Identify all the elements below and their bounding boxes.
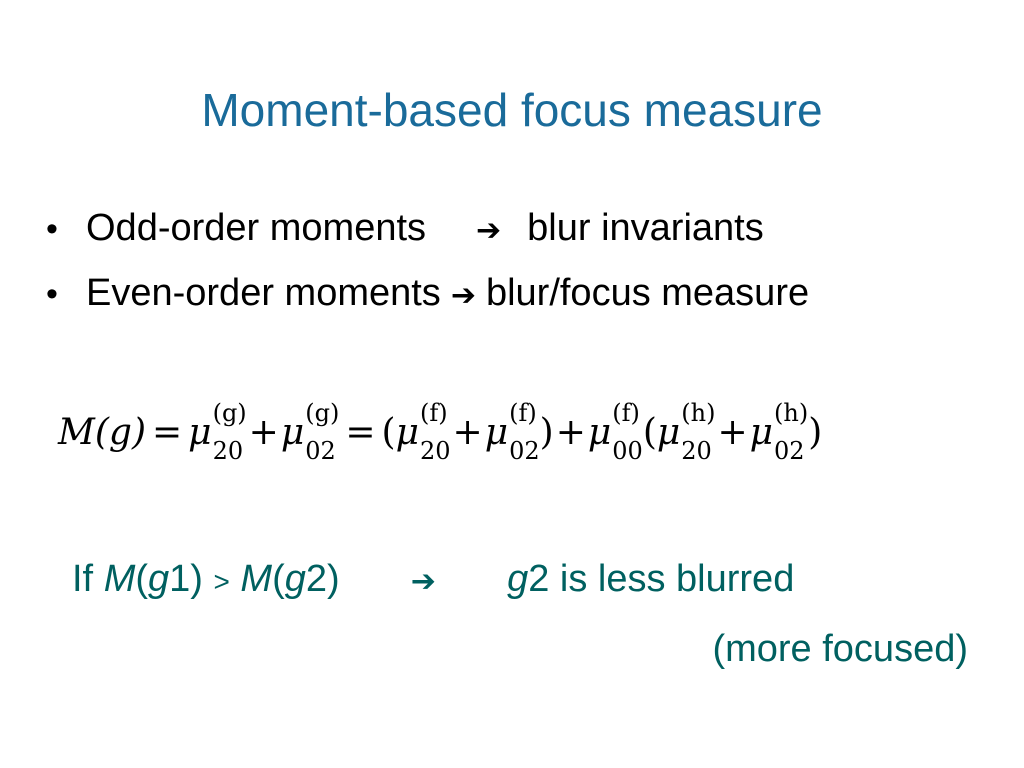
focus-measure-formula: M(g) = μ (g)20 + μ (g)02 = ( μ (f)20 + μ… xyxy=(58,399,823,465)
bullet-dot-icon: • xyxy=(46,275,58,313)
bullet-result: blur/focus measure xyxy=(485,272,810,314)
moment-f20: μ (f)20 xyxy=(395,399,451,465)
right-arrow-icon: ➔ xyxy=(410,564,436,599)
formula-equals: = xyxy=(152,411,183,453)
moment-f00: μ (f)00 xyxy=(587,399,643,465)
greater-than-sign: > xyxy=(213,566,230,597)
bullet-item-odd: • Odd-order moments ➔ blur invariants xyxy=(46,197,809,262)
moment-h02: μ (h)02 xyxy=(749,399,809,465)
moment-g02: μ (g)02 xyxy=(280,399,340,465)
bullet-dot-icon: • xyxy=(46,210,58,248)
bullet-lead: Even-order moments xyxy=(86,272,441,314)
moment-h20: μ (h)20 xyxy=(656,399,716,465)
bullet-result: blur invariants xyxy=(527,207,764,249)
right-arrow-icon: ➔ xyxy=(476,213,502,248)
bullet-lead: Odd-order moments xyxy=(86,207,427,249)
bullet-list: • Odd-order moments ➔ blur invariants • … xyxy=(46,197,809,327)
bullet-item-even: • Even-order moments ➔ blur/focus measur… xyxy=(46,262,809,327)
moment-f02: μ (f)02 xyxy=(484,399,540,465)
conclusion-note: (more focused) xyxy=(712,628,968,670)
formula-equals: = xyxy=(345,411,376,453)
moment-g20: μ (g)20 xyxy=(188,399,247,465)
right-arrow-icon: ➔ xyxy=(450,278,476,313)
conclusion-line: If M(g1) > M(g2) ➔ g2 is less blurred xyxy=(72,550,794,611)
conclusion-result: is less blurred xyxy=(549,558,795,600)
slide-title: Moment-based focus measure xyxy=(201,84,823,136)
formula-lhs: M(g) xyxy=(58,411,146,453)
